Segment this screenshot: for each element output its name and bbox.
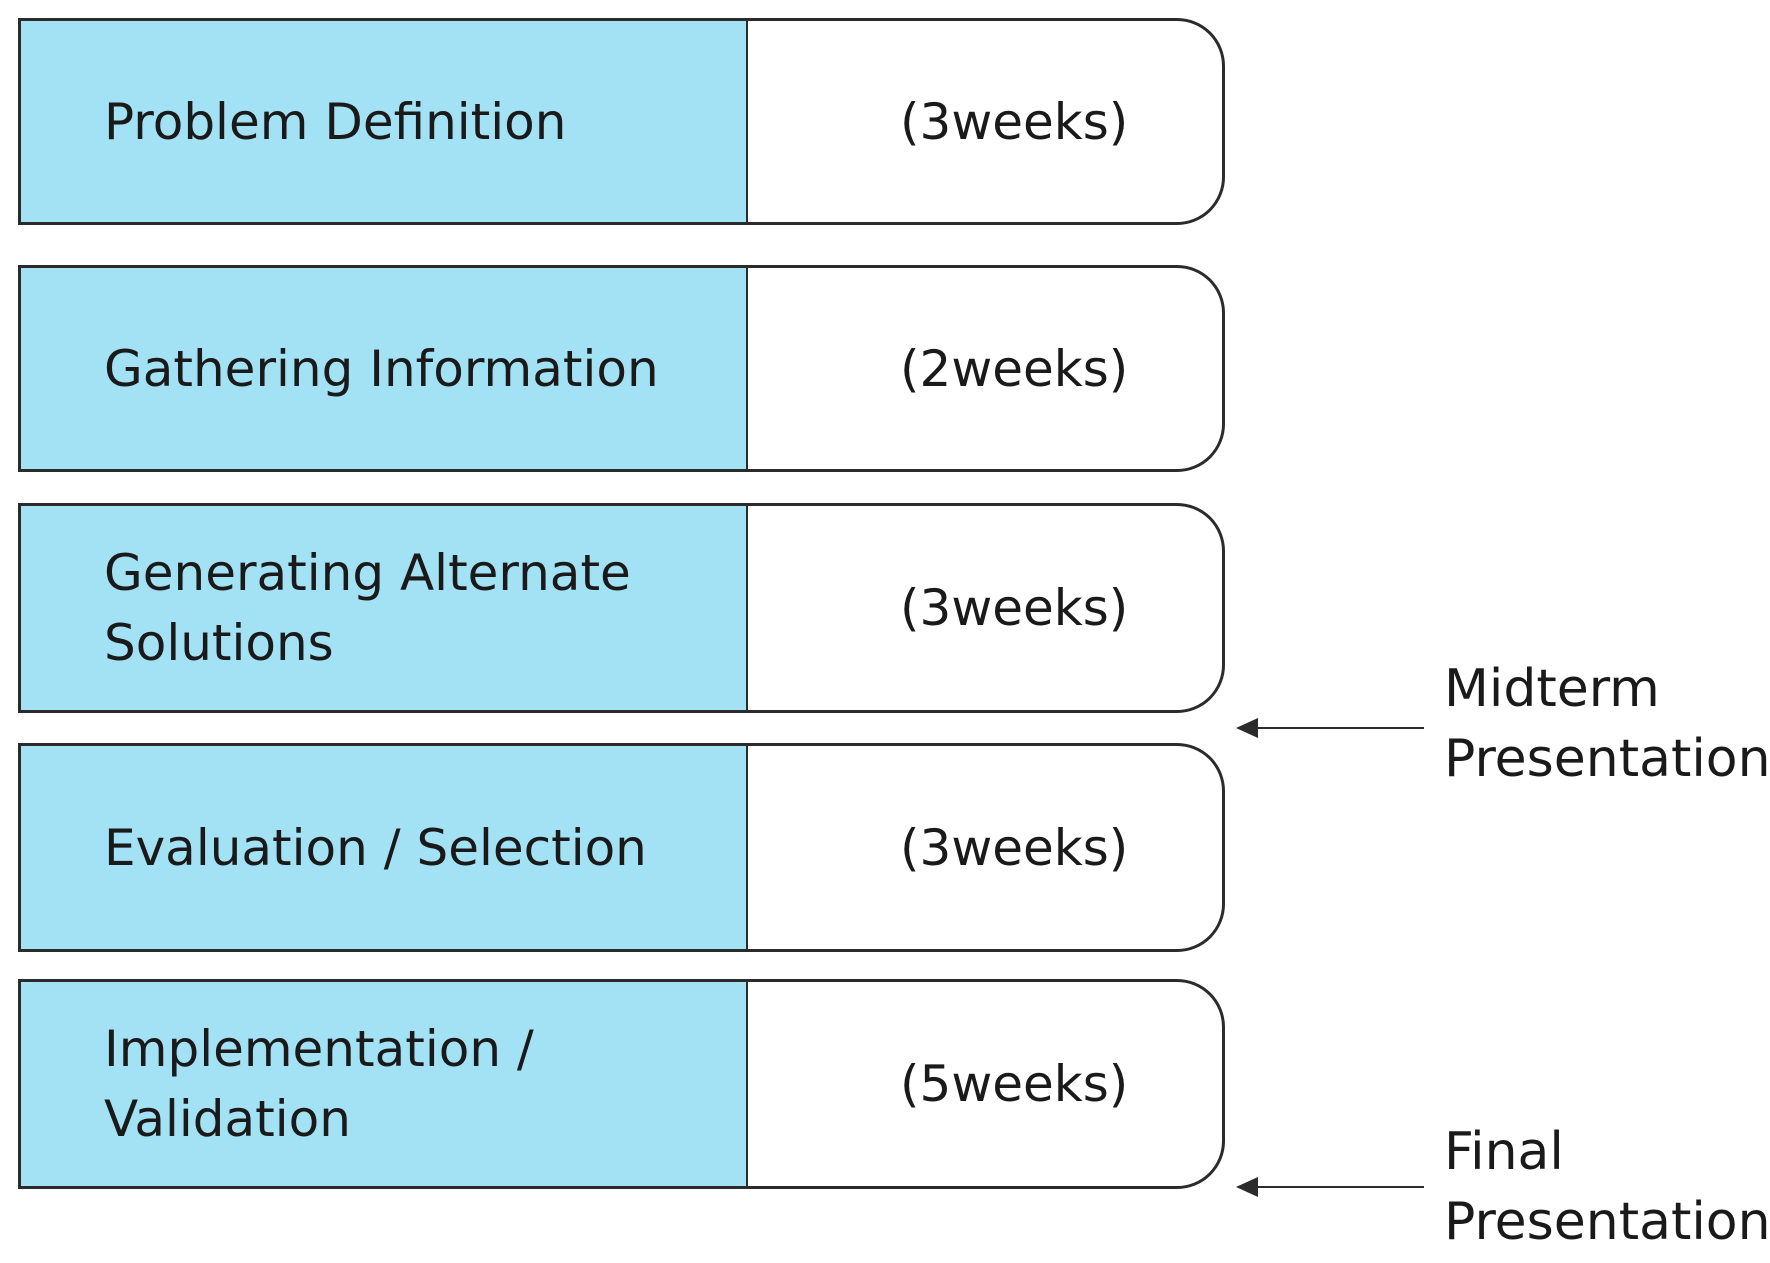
stage-duration: (5weeks) [900, 1055, 1129, 1113]
stage-evaluation-selection: Evaluation / Selection (3weeks) [18, 743, 1225, 952]
stage-name: Implementation / Validation [21, 982, 748, 1186]
arrowhead-left-icon [1236, 1177, 1258, 1197]
stage-name: Gathering Information [21, 268, 748, 469]
midterm-arrow [1236, 718, 1424, 738]
stage-name: Evaluation / Selection [21, 746, 748, 949]
stage-duration: (2weeks) [900, 339, 1129, 398]
stage-duration: (3weeks) [900, 818, 1129, 877]
stage-name: Problem Definition [21, 21, 748, 222]
stage-duration: (3weeks) [900, 92, 1129, 151]
milestone-label-midterm: Midterm Presentation [1444, 659, 1770, 789]
milestone-label-final: Final Presentation [1444, 1122, 1770, 1252]
stage-name: Generating Alternate Solutions [21, 506, 748, 710]
arrowhead-left-icon [1236, 718, 1258, 738]
stage-generating-alternate-solutions: Generating Alternate Solutions (3weeks) [18, 503, 1225, 713]
stage-duration: (3weeks) [900, 579, 1129, 637]
stage-gathering-information: Gathering Information (2weeks) [18, 265, 1225, 472]
stage-implementation-validation: Implementation / Validation (5weeks) [18, 979, 1225, 1189]
final-arrow [1236, 1177, 1424, 1197]
stage-problem-definition: Problem Definition (3weeks) [18, 18, 1225, 225]
